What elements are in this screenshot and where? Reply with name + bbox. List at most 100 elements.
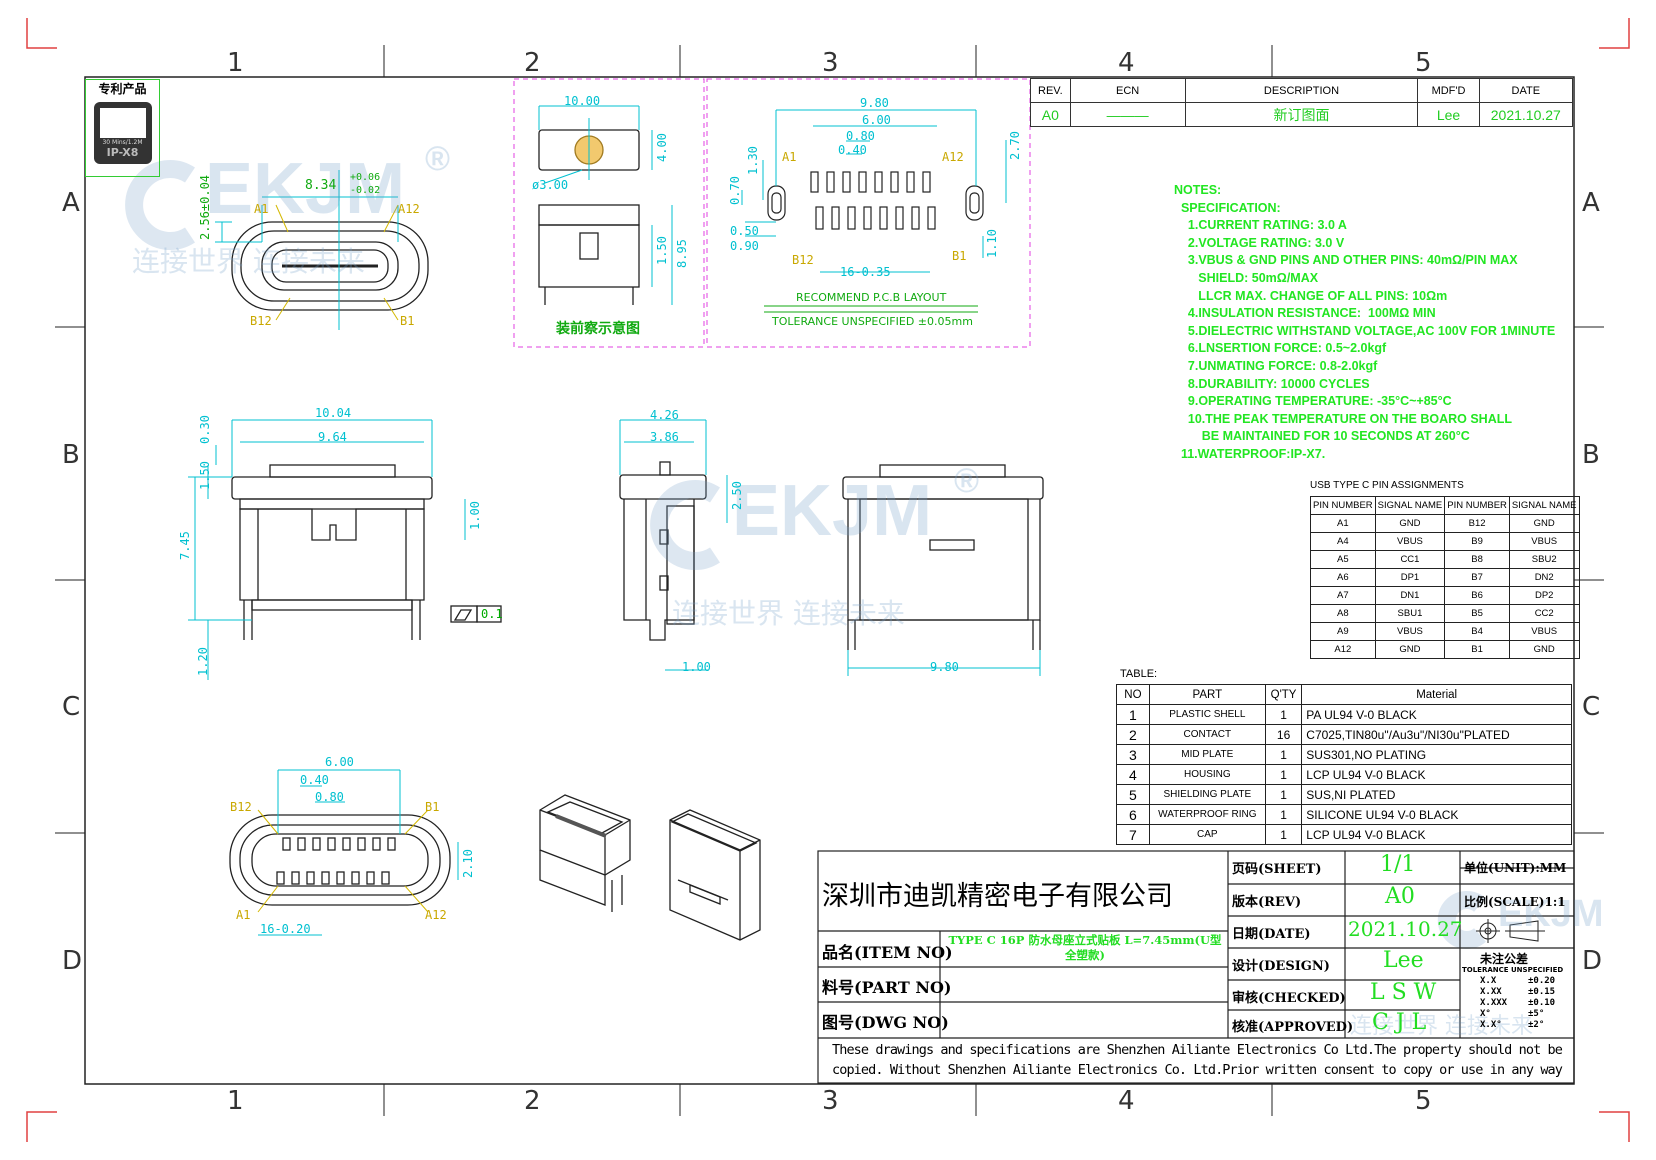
dim-pcb-8: 0.50 xyxy=(730,224,759,238)
dim-bottom-1: 6.00 xyxy=(325,755,354,769)
pcb-pad xyxy=(927,206,936,230)
tolerance-row: X.XX±0.15 xyxy=(1480,987,1555,998)
bottom-view xyxy=(229,769,459,936)
rev-cell-date: 2021.10.27 xyxy=(1478,102,1574,127)
label-top-b1: B1 xyxy=(400,314,415,328)
label-pcb-b12: B12 xyxy=(792,253,814,267)
pin-cell: VBUS xyxy=(1374,532,1446,551)
pin-cell: GND xyxy=(1508,514,1580,533)
iso-view-2 xyxy=(669,809,761,941)
watermark-logo-2: EKJM xyxy=(732,471,933,551)
label-bot-b1: B1 xyxy=(425,800,440,814)
design-label: 设计(DESIGN) xyxy=(1232,959,1330,974)
parts-cell: 6 xyxy=(1116,804,1150,825)
patent-badge-title: 专利产品 xyxy=(98,82,147,96)
pcb-pad xyxy=(847,206,856,230)
pcb-pad xyxy=(863,206,872,230)
contact-pad xyxy=(387,837,396,851)
tol-val: ±0.15 xyxy=(1528,987,1556,997)
parts-cell: PA UL94 V-0 BLACK xyxy=(1301,704,1572,725)
sheet-value: 1/1 xyxy=(1380,852,1416,877)
dim-front-4: 1.50 xyxy=(198,461,212,490)
pin-cell: B8 xyxy=(1444,550,1510,569)
parts-cell: 1 xyxy=(1116,704,1150,725)
parts-cell: LCP UL94 V-0 BLACK xyxy=(1301,824,1572,845)
parts-cell: SUS301,NO PLATING xyxy=(1301,744,1572,765)
contact-pad xyxy=(351,871,360,885)
contact-pad xyxy=(381,871,390,885)
tolerance-subtitle: TOLERANCE UNSPECIFIED xyxy=(1462,966,1564,974)
parts-cell: PLASTIC SHELL xyxy=(1148,704,1266,725)
dim-top-tol-plus: +0.06 xyxy=(350,172,381,183)
pin-cell: SBU1 xyxy=(1374,604,1446,623)
grid-row-b: B xyxy=(62,440,80,470)
dim-bottom-3: 0.80 xyxy=(315,790,344,804)
grid-col-4-bottom: 4 xyxy=(1118,1086,1135,1116)
parts-cell: 3 xyxy=(1116,744,1150,765)
pin-header: PIN NUMBER xyxy=(1444,496,1510,515)
badge-small-text: 30 Mins/1.2M xyxy=(102,139,143,146)
contact-pad xyxy=(276,871,285,885)
dim-rear-1: 9.80 xyxy=(930,660,959,674)
watermark-slogan-3: 连接世界 连接未来 xyxy=(1350,1014,1533,1039)
tol-val: ±0.10 xyxy=(1528,998,1556,1008)
pcb-pad xyxy=(906,171,915,193)
pin-cell: A5 xyxy=(1310,550,1376,569)
pcb-pad xyxy=(895,206,904,230)
dim-pcb-7: 0.70 xyxy=(728,176,742,205)
part-label: 料号(PART NO) xyxy=(822,978,952,997)
watermark-logo-3: EKJM xyxy=(1498,893,1604,935)
dim-pcb-6: 1.30 xyxy=(746,146,760,175)
dim-pcb-11: 1.10 xyxy=(985,229,999,258)
pin-table-title: USB TYPE C PIN ASSIGNMENTS xyxy=(1310,480,1464,491)
dim-side-2: 3.86 xyxy=(650,430,679,444)
pin-header: PIN NUMBER xyxy=(1310,496,1376,515)
tolerance-row: X°±5° xyxy=(1480,1009,1555,1020)
pin-cell: A9 xyxy=(1310,622,1376,641)
sheet-label: 页码(SHEET) xyxy=(1232,862,1322,877)
label-pcb-a12: A12 xyxy=(942,150,964,164)
top-view xyxy=(215,170,429,330)
parts-cell: 5 xyxy=(1116,784,1150,805)
dim-pcb-10: 16-0.35 xyxy=(840,265,891,279)
pin-cell: SBU2 xyxy=(1508,550,1580,569)
dim-sec-hole: ø3.00 xyxy=(532,178,569,192)
grid-col-4: 4 xyxy=(1118,48,1135,78)
dim-front-5: 7.45 xyxy=(178,531,192,560)
dim-sec-h3: 8.95 xyxy=(675,239,689,268)
checked-label: 审核(CHECKED) xyxy=(1232,991,1346,1006)
contact-pad xyxy=(336,871,345,885)
dim-sec-width: 10.00 xyxy=(564,94,601,108)
parts-cell: C7025,TIN80u"/Au3u"/NI30u"PLATED xyxy=(1301,724,1572,745)
pin-cell: GND xyxy=(1508,640,1580,659)
company-name: 深圳市迪凯精密电子有限公司 xyxy=(822,881,1173,912)
grid-col-5: 5 xyxy=(1415,48,1432,78)
label-bot-b12: B12 xyxy=(230,800,252,814)
rev-header-desc: DESCRIPTION xyxy=(1184,78,1419,103)
pin-header: SIGNAL NAME xyxy=(1508,496,1580,515)
dim-front-2: 9.64 xyxy=(318,430,347,444)
contact-pad xyxy=(321,871,330,885)
approved-label: 核准(APPROVED) xyxy=(1232,1020,1354,1035)
label-bot-a1: A1 xyxy=(236,908,251,922)
dim-top-tol-minus: -0.02 xyxy=(350,185,381,196)
pcb-caption-2: TOLERANCE UNSPECIFIED ±0.05mm xyxy=(772,315,973,328)
checked-value: L S W xyxy=(1370,980,1437,1005)
grid-col-2-bottom: 2 xyxy=(524,1086,541,1116)
parts-cell: SUS,NI PLATED xyxy=(1301,784,1572,805)
watermark-reg-1: ® xyxy=(425,140,451,178)
contact-pad xyxy=(342,837,351,851)
parts-cell: 1 xyxy=(1264,704,1303,725)
pcb-pad xyxy=(890,171,899,193)
tolerance-title: 未注公差 xyxy=(1480,952,1529,966)
label-top-a12: A12 xyxy=(398,202,420,216)
